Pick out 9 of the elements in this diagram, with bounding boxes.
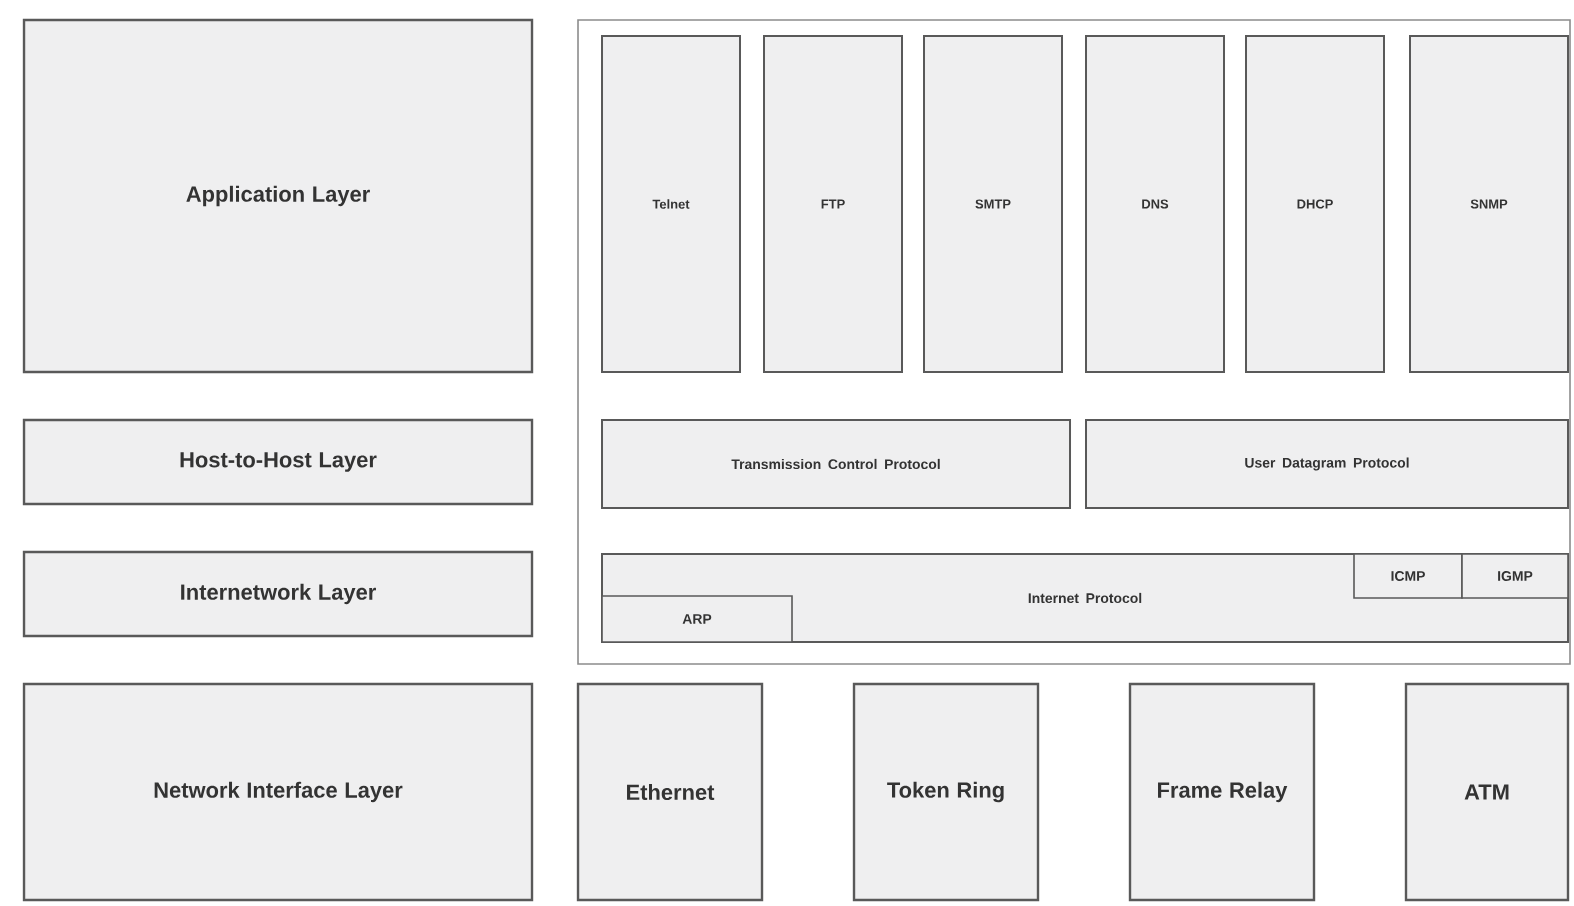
layer-box: Ethernet (576, 682, 764, 902)
layer-box: Frame Relay (1128, 682, 1316, 902)
layer-box: Application Layer (22, 18, 534, 374)
panel-frame (577, 19, 1571, 665)
layer-box: ATM (1404, 682, 1570, 902)
layer-box: Host-to-Host Layer (22, 418, 534, 506)
layer-box: Token Ring (852, 682, 1040, 902)
layer-box: Internetwork Layer (22, 550, 534, 638)
layer-box: Network Interface Layer (22, 682, 534, 902)
